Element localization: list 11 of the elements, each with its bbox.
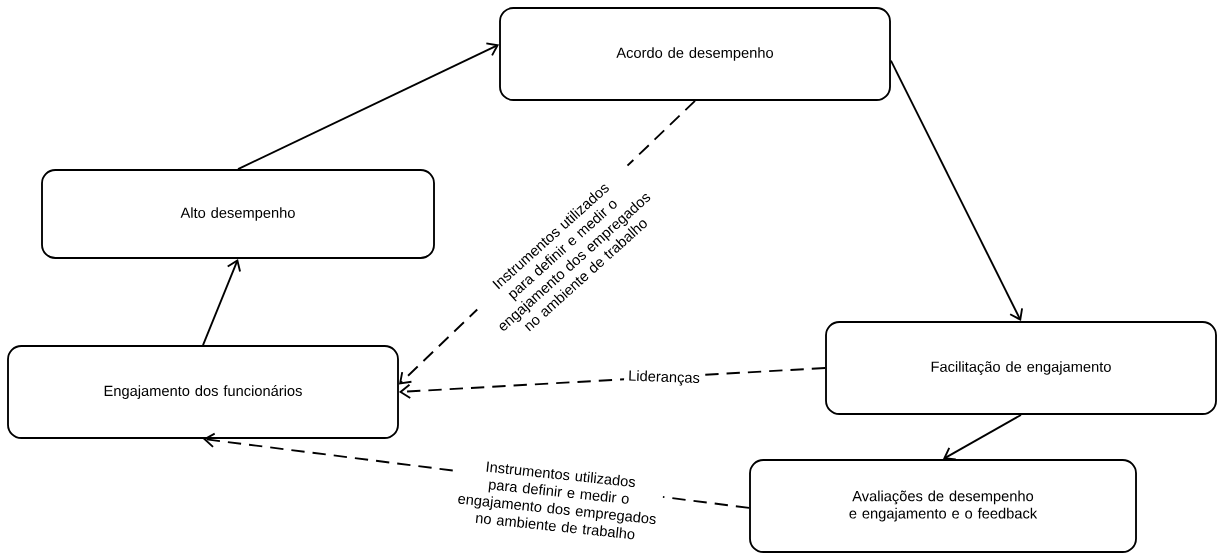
arrow <box>202 258 241 346</box>
process-box: Engajamento dos funcionários <box>7 345 399 439</box>
process-box: Facilitação de engajamento <box>825 321 1217 415</box>
arrow <box>890 59 1023 322</box>
process-box: Acordo de desempenho <box>499 7 891 101</box>
edge-label: Lideranças <box>623 365 705 391</box>
arrow <box>943 414 1022 461</box>
process-box: Avaliações de desempenho e engajamento e o feedback <box>749 459 1137 553</box>
edge-label: Instrumentos utilizados para definir e medir o engajamento dos empregados no ambiente de trabalho <box>450 453 666 547</box>
process-box: Alto desempenho <box>41 169 435 259</box>
arrow <box>237 42 500 170</box>
